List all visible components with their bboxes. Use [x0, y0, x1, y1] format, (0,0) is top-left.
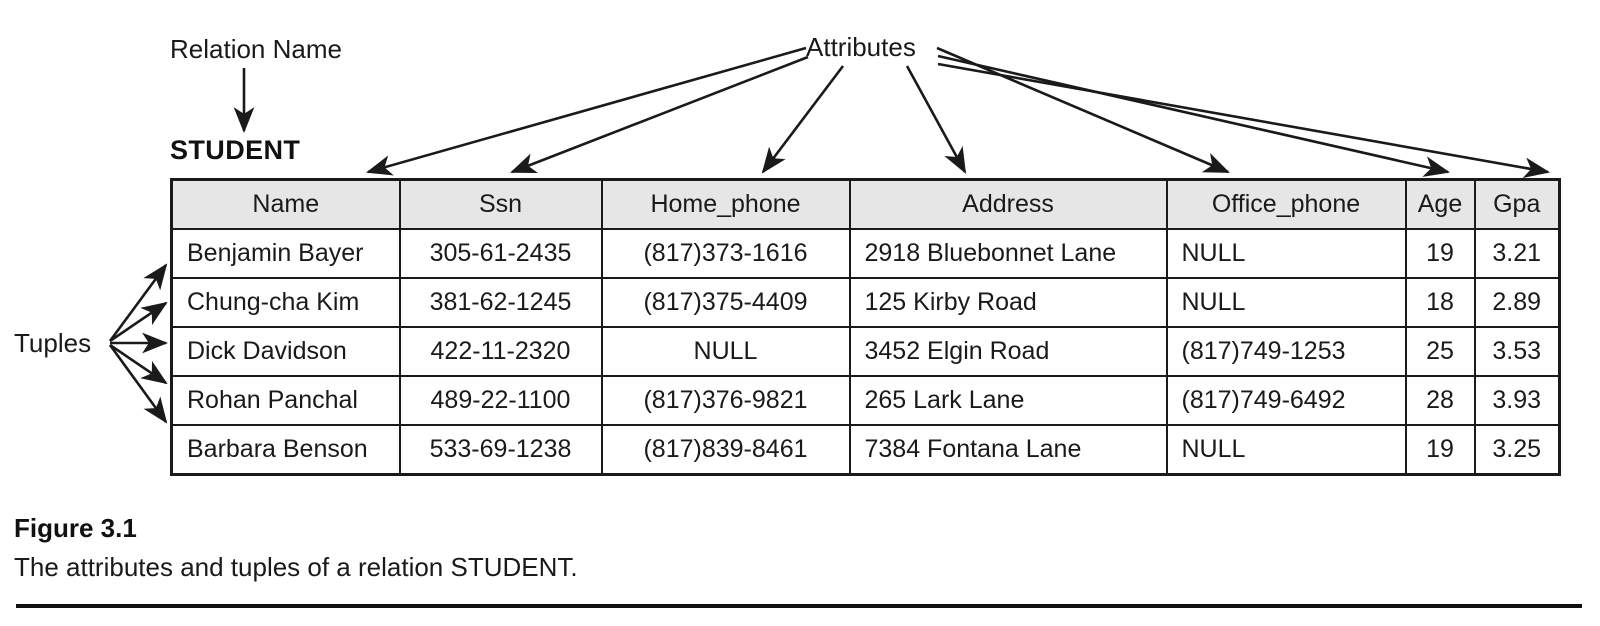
cell-office_phone: NULL [1165, 228, 1407, 279]
cell-home_phone: (817)376-9821 [600, 375, 851, 426]
figure-caption-text: The attributes and tuples of a relation … [14, 551, 578, 582]
figure-caption: Figure 3.1 The attributes and tuples of … [14, 512, 1584, 583]
arrow-attribute-age [937, 54, 1451, 177]
cell-name: Chung-cha Kim [170, 277, 401, 328]
cell-address: 2918 Bluebonnet Lane [848, 228, 1168, 279]
arrow-attribute-home-phone [761, 65, 845, 174]
cell-home_phone: (817)373-1616 [600, 228, 851, 279]
attributes-annotation-label: Attributes [806, 32, 916, 62]
cell-gpa: 2.89 [1473, 277, 1561, 328]
figure-caption-title: Figure 3.1 [14, 513, 137, 543]
column-header-address: Address [848, 178, 1168, 230]
column-header-gpa: Gpa [1473, 178, 1561, 230]
relation-name-annotation-label: Relation Name [170, 34, 342, 64]
cell-office_phone: NULL [1165, 424, 1407, 476]
arrow-tuple-4 [109, 343, 168, 385]
cell-office_phone: (817)749-6492 [1165, 375, 1407, 426]
column-header-office_phone: Office_phone [1165, 178, 1407, 230]
cell-age: 19 [1404, 424, 1476, 476]
cell-gpa: 3.53 [1473, 326, 1561, 377]
relation-title: STUDENT [170, 135, 301, 165]
cell-ssn: 305-61-2435 [398, 228, 603, 279]
cell-gpa: 3.25 [1473, 424, 1561, 476]
cell-home_phone: (817)839-8461 [600, 424, 851, 476]
arrow-attribute-ssn [510, 55, 809, 174]
tuples-annotation-label: Tuples [14, 328, 92, 358]
cell-age: 18 [1404, 277, 1476, 328]
cell-address: 7384 Fontana Lane [848, 424, 1168, 476]
cell-name: Barbara Benson [170, 424, 401, 476]
cell-age: 19 [1404, 228, 1476, 279]
cell-address: 265 Lark Lane [848, 375, 1168, 426]
cell-name: Dick Davidson [170, 326, 401, 377]
arrow-attribute-name [365, 46, 807, 176]
cell-office_phone: NULL [1165, 277, 1407, 328]
cell-age: 28 [1404, 375, 1476, 426]
cell-name: Rohan Panchal [170, 375, 401, 426]
cell-gpa: 3.21 [1473, 228, 1561, 279]
cell-home_phone: NULL [600, 326, 851, 377]
column-header-ssn: Ssn [398, 178, 603, 230]
cell-gpa: 3.93 [1473, 375, 1561, 426]
column-header-name: Name [170, 178, 401, 230]
page-bottom-rule [16, 604, 1582, 608]
arrow-attribute-gpa [937, 62, 1551, 179]
column-header-home_phone: Home_phone [600, 178, 851, 230]
cell-office_phone: (817)749-1253 [1165, 326, 1407, 377]
cell-name: Benjamin Bayer [170, 228, 401, 279]
cell-address: 125 Kirby Road [848, 277, 1168, 328]
cell-address: 3452 Elgin Road [848, 326, 1168, 377]
column-header-age: Age [1404, 178, 1476, 230]
arrow-tuple-5 [108, 344, 168, 424]
arrow-attribute-address [905, 65, 967, 174]
arrow-attribute-office-phone [936, 46, 1230, 174]
cell-ssn: 533-69-1238 [398, 424, 603, 476]
cell-home_phone: (817)375-4409 [600, 277, 851, 328]
cell-ssn: 422-11-2320 [398, 326, 603, 377]
cell-ssn: 381-62-1245 [398, 277, 603, 328]
arrow-tuple-2 [109, 301, 168, 343]
arrow-tuple-1 [108, 263, 168, 342]
cell-ssn: 489-22-1100 [398, 375, 603, 426]
cell-age: 25 [1404, 326, 1476, 377]
